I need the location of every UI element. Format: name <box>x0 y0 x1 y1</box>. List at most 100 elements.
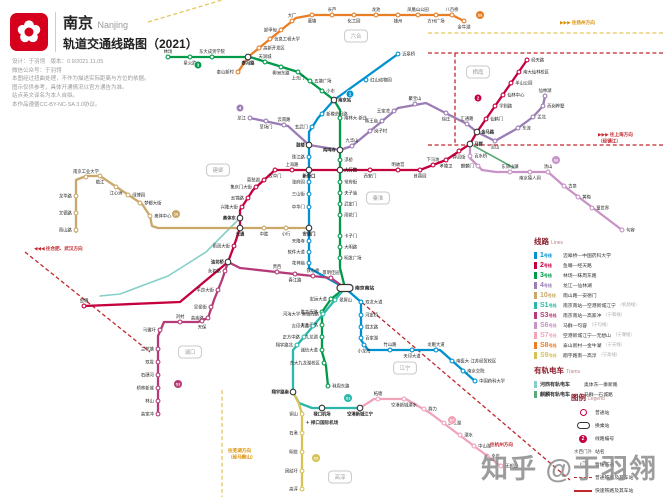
line-note: （机场线） <box>617 302 640 307</box>
station-星火路: 星火路 <box>184 54 198 67</box>
line-number: 3号线 <box>540 271 552 279</box>
station-铁心桥: 铁心桥 <box>307 267 321 279</box>
station-label: 高新开发区 <box>263 45 285 52</box>
station-label: 高庙路 <box>191 315 205 322</box>
station-翔宇路南: 翔宇路南 <box>272 389 297 396</box>
station-label: 空港新城江宁 <box>347 411 373 418</box>
station-羊山公园: 羊山公园 <box>508 80 532 87</box>
line-termini: 林场—秣周东路 <box>563 273 597 279</box>
note-line: 站点英文译名为本人自拟。 <box>12 93 79 100</box>
station-label: 东大成贤学院 <box>199 48 225 55</box>
station-label: 汉中门 <box>269 173 282 180</box>
station-label: 夫子庙 <box>344 190 358 197</box>
line-note: （宁和线） <box>603 312 625 317</box>
station-禄口机场: 禄口机场 <box>312 404 331 418</box>
metro-line-3 <box>166 55 347 388</box>
station-云锦路: 云锦路 <box>231 195 251 202</box>
legend-line-row: 3号线 林场—秣周东路 <box>534 270 663 280</box>
nanjing-metro-logo-icon <box>10 13 48 51</box>
tram-河西有轨电车 <box>99 219 239 297</box>
station-柘塘: 柘塘 <box>374 390 383 402</box>
line-badge-2: 2 <box>473 93 483 103</box>
metro-line-2 <box>82 58 529 308</box>
station-label: 下马坊 <box>427 156 441 163</box>
pending-symbol-icon <box>571 461 595 468</box>
station-label: 群力 <box>428 406 437 413</box>
station-林山: 林山 <box>145 398 161 405</box>
station-王家湾: 王家湾 <box>377 108 397 115</box>
transfer-symbol-icon <box>571 422 595 429</box>
station-南林大·新庄: 南林大·新庄 <box>337 115 368 122</box>
station-label: 双垅 <box>145 359 154 366</box>
station-草场门: 草场门 <box>260 118 272 131</box>
station-label: 铁心桥 <box>307 267 321 274</box>
station-label: 仙林中心 <box>507 92 525 99</box>
railway-direction-label: 往杭州方向 <box>490 441 513 448</box>
station-鼓楼: 鼓楼 <box>296 142 313 149</box>
subtitle: 轨道交通线路图（2021） <box>63 37 198 51</box>
station-label: 中山湖 <box>478 443 491 450</box>
station-红山动物园: 红山动物园 <box>363 77 392 84</box>
district-label: 江宁 <box>393 361 417 375</box>
station-梦都大街: 梦都大街 <box>137 200 162 207</box>
station-label: 西岗桦墅 <box>547 103 565 110</box>
station-label: 古泉 <box>568 183 577 190</box>
station-兴隆大街: 兴隆大街 <box>221 204 245 211</box>
symbol-label: 站名 <box>595 450 605 455</box>
station-label: 大明路 <box>344 244 358 251</box>
station-百水桥: 百水桥 <box>467 153 488 160</box>
station-天保: 天保 <box>198 318 207 331</box>
station-label: 云锦路 <box>231 195 245 202</box>
station-奥体东: 奥体东 <box>223 215 244 222</box>
station-小龙湾: 小龙湾 <box>358 342 371 355</box>
station-label: 星火路 <box>184 60 198 67</box>
symbols-legend-title: 图例 Legend <box>571 393 605 402</box>
note-line: 本作品遵循CC-BY-NC-SA 3.0协议。 <box>12 101 101 108</box>
station-大行宫: 大行宫 <box>336 167 358 174</box>
station-方州广场: 方州广场 <box>427 12 445 25</box>
station-label: 中胜 <box>260 231 269 238</box>
svg-text:建邺: 建邺 <box>213 166 224 174</box>
station-label: 龙江 <box>237 115 246 122</box>
line-termini: 翔宇路南—高淳 <box>563 353 597 359</box>
station-label: 岗子村 <box>374 128 388 134</box>
line-termini: 雨山路—安德门 <box>563 293 597 299</box>
station-麒麟门: 麒麟门 <box>461 163 481 170</box>
station-label: 珠江路 <box>292 154 306 161</box>
station-label: 翔宇路南 <box>272 389 290 396</box>
station-天润城: 天润城 <box>259 53 272 65</box>
line-badge-4: 4 <box>235 103 245 113</box>
station-label: 鸡鸣寺 <box>322 147 337 154</box>
line-termini: 空港新城江宁—无想山 <box>563 333 611 339</box>
svg-text:S7: S7 <box>450 419 454 423</box>
station-label: 大厂 <box>288 12 297 19</box>
station-label: 石碛河 <box>141 372 155 379</box>
station-大厂: 大厂 <box>288 12 297 24</box>
station-label: 泰冯路 <box>242 60 256 67</box>
station-label: 花神庙 <box>292 260 306 267</box>
station-label: 诚信大道 <box>301 347 319 354</box>
station-金牛湖: 金牛湖 <box>458 18 470 31</box>
station-label: 空港新城溧水 <box>391 402 417 409</box>
station-label: 柘塘 <box>374 390 383 397</box>
line-badge-S6: S6 <box>551 155 561 165</box>
line-note: （宁天线） <box>603 342 625 347</box>
station-中山湖: 中山湖 <box>471 443 491 450</box>
symbol-label: 普通站 <box>595 411 610 416</box>
title-cn: 南京 <box>63 15 94 32</box>
station-小行: 小行 <box>282 225 291 238</box>
station-下马坊: 下马坊 <box>427 156 441 168</box>
station-聚宝山: 聚宝山 <box>409 95 421 107</box>
station-双垅: 双垅 <box>145 359 161 366</box>
station-浮桥: 浮桥 <box>337 157 353 164</box>
station-汤山: 汤山 <box>544 163 552 175</box>
station-文德路: 文德路 <box>59 210 79 217</box>
station-马群: 马群 <box>466 141 483 148</box>
station-label: 南京交院 <box>467 368 485 375</box>
station-大明路: 大明路 <box>337 244 358 251</box>
station-label: 百家湖 <box>365 335 378 342</box>
station-label: 柳洲东路 <box>272 70 290 77</box>
station-苜蓿园: 苜蓿园 <box>414 167 426 180</box>
station-明故宫: 明故宫 <box>392 161 404 173</box>
